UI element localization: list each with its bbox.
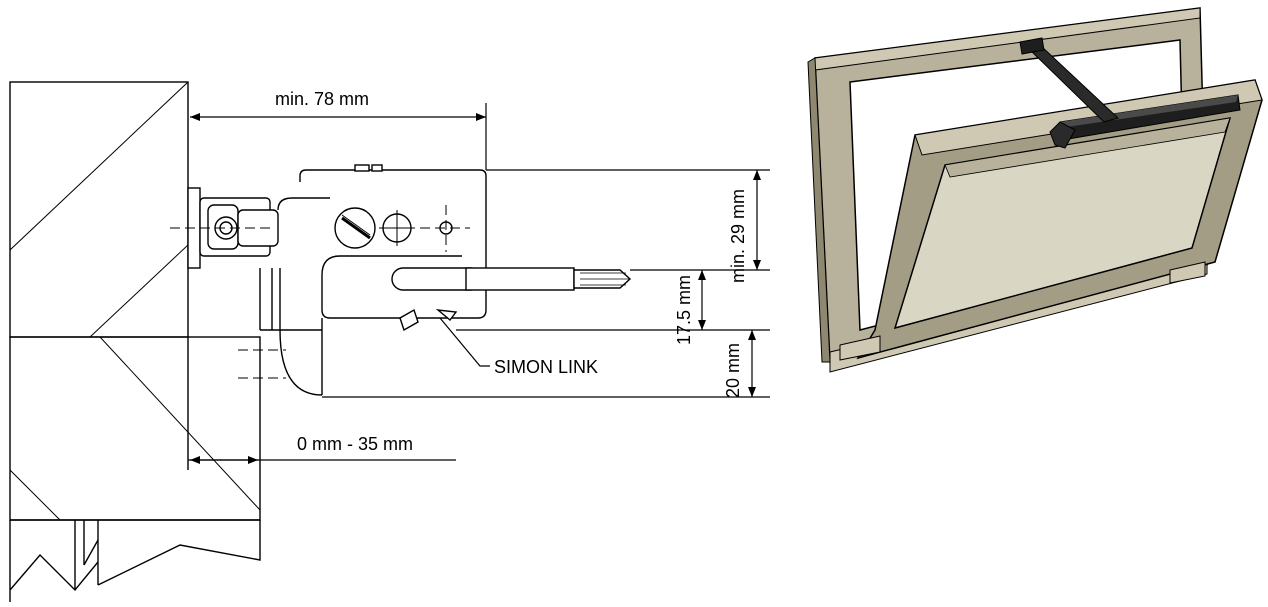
dim-height-top: min. 29 mm — [728, 189, 748, 283]
dim-offset: 0 mm - 35 mm — [297, 434, 413, 454]
dimension-lines — [188, 103, 770, 464]
center-lines — [170, 205, 470, 379]
window-illustration — [807, 7, 1263, 373]
frame-section — [9, 81, 261, 602]
dim-height-mid: 17.5 mm — [674, 275, 694, 345]
part-label: SIMON LINK — [494, 357, 598, 377]
dim-top-width: min. 78 mm — [275, 89, 369, 109]
dim-height-bottom: 20 mm — [723, 343, 743, 398]
